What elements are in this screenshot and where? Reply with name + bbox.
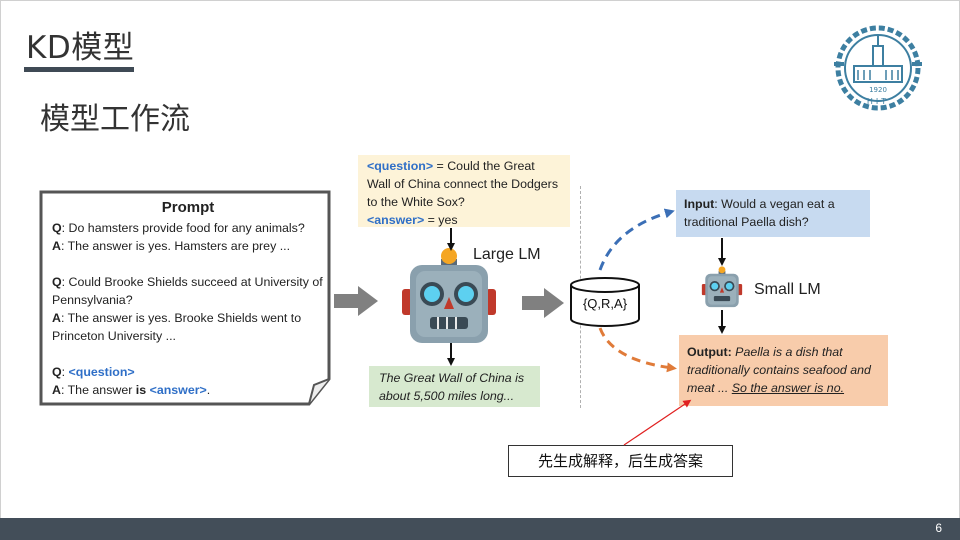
- output-box: Output: Paella is a dish that traditiona…: [679, 335, 888, 406]
- logo-year: 1920: [869, 86, 887, 94]
- question-box: <question> = Could the Great Wall of Chi…: [358, 155, 570, 227]
- arrow-right-icon: [334, 286, 378, 316]
- footer-bar: 6: [0, 518, 960, 540]
- title-underline: [24, 67, 134, 72]
- robot-icon: [701, 266, 743, 308]
- slide-title: KD模型: [26, 30, 135, 66]
- database-cylinder-icon: [570, 277, 640, 327]
- callout-note: 先生成解释，后生成答案: [508, 445, 733, 477]
- large-lm-label: Large LM: [473, 246, 541, 263]
- question-placeholder: <question>: [68, 365, 135, 379]
- small-lm-label: Small LM: [754, 281, 821, 298]
- prompt-example-2: Q: Could Brooke Shields succeed at Unive…: [52, 275, 323, 343]
- prompt-title: Prompt: [161, 199, 215, 216]
- prompt-template: Q: <question> A: The answer is <answer>.: [52, 365, 211, 397]
- logo-letters: HIT: [867, 97, 889, 106]
- page-number: 6: [935, 521, 942, 535]
- robot-icon: [402, 248, 496, 343]
- arrow-right-icon: [522, 288, 564, 318]
- rationale-box: The Great Wall of China is about 5,500 m…: [369, 366, 540, 407]
- slide-subtitle: 模型工作流: [40, 102, 190, 137]
- answer-placeholder: <answer>: [149, 383, 207, 397]
- dataset-label: {Q,R,A}: [582, 296, 628, 311]
- input-box: Input: Would a vegan eat a traditional P…: [676, 190, 870, 237]
- prompt-example-1: Q: Do hamsters provide food for any anim…: [52, 221, 305, 253]
- university-seal-icon: 1920 HIT: [832, 24, 924, 112]
- prompt-document: Prompt Q: Do hamsters provide food for a…: [38, 189, 332, 407]
